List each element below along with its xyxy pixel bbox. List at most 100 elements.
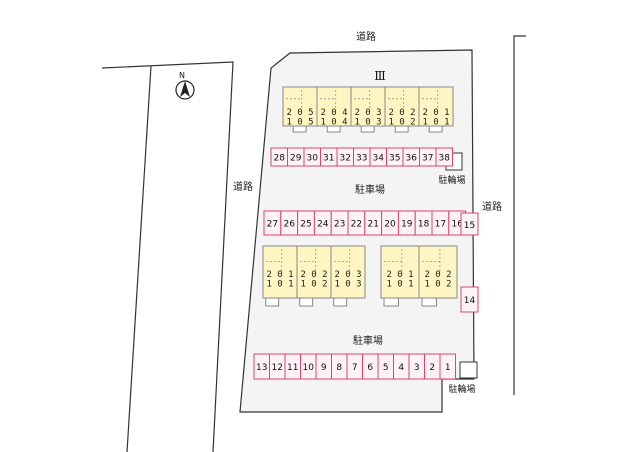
unit-number-lower: 1 0 3 bbox=[354, 117, 381, 127]
parking-number: 6 bbox=[367, 363, 373, 373]
parking-space-15: 15 bbox=[460, 212, 479, 236]
unit-number-lower: 1 0 1 bbox=[266, 280, 293, 290]
parking-number: 35 bbox=[389, 154, 400, 164]
parking-space-38: 38 bbox=[435, 147, 453, 167]
unit-number-upper: 2 0 1 bbox=[422, 108, 449, 118]
bicycle-label-lower: 駐輪場 bbox=[448, 383, 475, 395]
parking-space-8: 8 bbox=[331, 353, 348, 380]
parking-space-22: 22 bbox=[347, 210, 366, 236]
parking-space-20: 20 bbox=[381, 210, 399, 236]
unit-number-lower: 1 0 3 bbox=[334, 280, 361, 290]
svg-text:N: N bbox=[179, 71, 185, 80]
unit: 2 0 11 0 1 bbox=[262, 245, 298, 307]
parking-space-19: 19 bbox=[397, 210, 416, 236]
unit: 2 0 11 0 1 bbox=[418, 86, 454, 133]
unit-number-lower: 1 0 1 bbox=[386, 280, 413, 290]
parking-number: 26 bbox=[283, 220, 295, 230]
building-3-label: Ⅲ bbox=[374, 69, 386, 83]
parking-space-26: 26 bbox=[280, 210, 299, 236]
left-lot-boundary bbox=[101, 61, 234, 452]
parking-number: 34 bbox=[373, 154, 385, 164]
unit: 2 0 11 0 1 bbox=[380, 245, 420, 307]
parking-space-7: 7 bbox=[346, 353, 363, 380]
parking-number: 8 bbox=[336, 363, 342, 373]
unit-number-upper: 2 0 1 bbox=[266, 270, 293, 280]
parking-number: 7 bbox=[352, 363, 358, 373]
road-label-left: 道路 bbox=[233, 180, 253, 193]
parking-number: 1 bbox=[445, 363, 451, 373]
unit-number-upper: 2 0 2 bbox=[300, 270, 327, 280]
unit: 2 0 21 0 2 bbox=[384, 86, 420, 133]
parking-space-31: 31 bbox=[320, 147, 338, 167]
parking-number: 9 bbox=[321, 363, 327, 373]
building-3: Ⅲ 2 0 51 0 52 0 41 0 42 0 31 0 32 0 21 0… bbox=[282, 69, 454, 133]
parking-number: 14 bbox=[464, 296, 476, 306]
parking-number: 13 bbox=[256, 363, 267, 373]
parking-label-lower: 駐車場 bbox=[353, 334, 383, 347]
parking-number: 37 bbox=[422, 154, 433, 164]
parking-space-18: 18 bbox=[414, 210, 433, 236]
unit-number-lower: 1 0 1 bbox=[422, 117, 449, 127]
parking-number: 15 bbox=[464, 221, 475, 231]
parking-number: 22 bbox=[351, 220, 362, 230]
parking-number: 10 bbox=[303, 363, 315, 373]
parking-space-10: 10 bbox=[300, 353, 317, 380]
unit: 2 0 41 0 4 bbox=[316, 86, 352, 133]
parking-number: 38 bbox=[439, 154, 451, 164]
right-road-edge bbox=[513, 35, 526, 395]
unit-number-lower: 1 0 5 bbox=[286, 117, 313, 127]
unit-number-lower: 1 0 2 bbox=[424, 280, 451, 290]
parking-space-12: 12 bbox=[269, 353, 286, 380]
north-arrow-icon: N bbox=[175, 71, 195, 100]
parking-number: 28 bbox=[274, 154, 286, 164]
building-1: Ⅰ 2 0 11 0 12 0 21 0 2 bbox=[380, 245, 458, 307]
parking-space-25: 25 bbox=[297, 210, 315, 236]
parking-number: 27 bbox=[267, 220, 278, 230]
bicycle-label-upper: 駐輪場 bbox=[438, 174, 465, 186]
parking-number: 36 bbox=[406, 154, 418, 164]
parking-number: 29 bbox=[290, 154, 302, 164]
parking-space-9: 9 bbox=[315, 353, 332, 380]
parking-space-2: 2 bbox=[424, 353, 441, 380]
bicycle-parking-lower bbox=[459, 361, 478, 379]
parking-number: 16 bbox=[451, 220, 463, 230]
parking-number: 5 bbox=[383, 363, 389, 373]
unit-number-upper: 2 0 5 bbox=[286, 108, 313, 118]
parking-number: 12 bbox=[272, 363, 283, 373]
parking-space-35: 35 bbox=[386, 147, 404, 167]
parking-number: 23 bbox=[334, 220, 345, 230]
parking-space-4: 4 bbox=[393, 353, 410, 380]
parking-number: 4 bbox=[398, 363, 404, 373]
parking-space-11: 11 bbox=[284, 353, 301, 380]
building-2: Ⅱ 2 0 11 0 12 0 21 0 22 0 31 0 3 bbox=[262, 245, 366, 307]
parking-number: 11 bbox=[287, 363, 298, 373]
parking-number: 21 bbox=[367, 220, 378, 230]
parking-number: 31 bbox=[323, 154, 334, 164]
unit: 2 0 21 0 2 bbox=[418, 245, 458, 307]
parking-space-29: 29 bbox=[287, 147, 305, 167]
unit-number-upper: 2 0 4 bbox=[320, 108, 347, 118]
unit: 2 0 21 0 2 bbox=[296, 245, 332, 307]
parking-space-6: 6 bbox=[362, 353, 379, 380]
unit-number-lower: 1 0 2 bbox=[300, 280, 327, 290]
parking-space-28: 28 bbox=[270, 147, 288, 167]
parking-space-37: 37 bbox=[419, 147, 437, 167]
parking-space-30: 30 bbox=[303, 147, 321, 167]
unit-number-upper: 2 0 2 bbox=[424, 270, 451, 280]
road-label-top: 道路 bbox=[356, 30, 376, 43]
parking-number: 2 bbox=[429, 363, 435, 373]
unit-number-upper: 2 0 1 bbox=[386, 270, 413, 280]
parking-space-14: 14 bbox=[460, 286, 479, 313]
parking-space-13: 13 bbox=[253, 353, 270, 380]
parking-number: 30 bbox=[307, 154, 319, 164]
unit-number-lower: 1 0 4 bbox=[320, 117, 347, 127]
parking-number: 25 bbox=[300, 220, 311, 230]
parking-space-27: 27 bbox=[263, 210, 282, 236]
parking-space-5: 5 bbox=[377, 353, 394, 380]
parking-number: 33 bbox=[356, 154, 367, 164]
